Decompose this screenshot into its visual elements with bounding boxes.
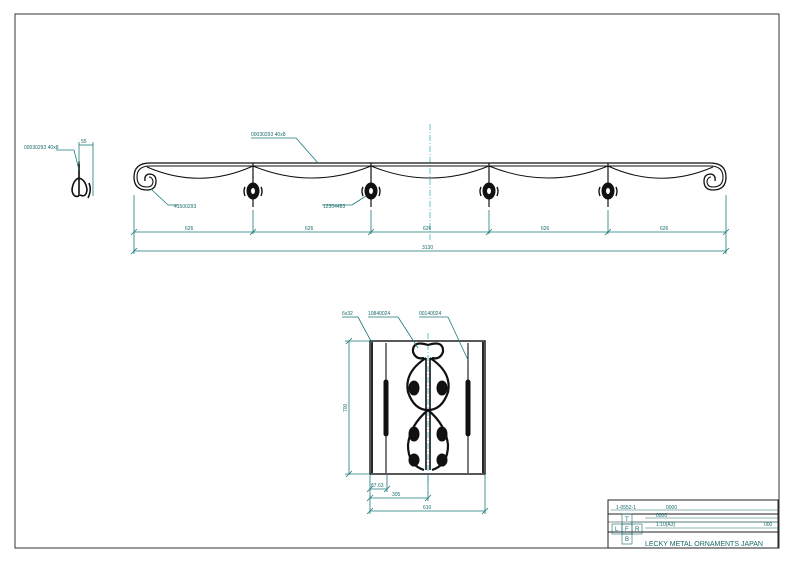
right-ornament-leader bbox=[447, 316, 469, 361]
rail-posts bbox=[252, 163, 609, 207]
height-dim: 700 bbox=[343, 403, 349, 412]
bracket-width-dim: 55 bbox=[81, 139, 87, 145]
view-right: R bbox=[635, 527, 640, 533]
left-ornament-label: 10840024 bbox=[368, 311, 390, 317]
bracket-label: 00030293 40x8 bbox=[24, 145, 59, 151]
ornament-rosettes bbox=[243, 182, 618, 200]
overall-dim: 3130 bbox=[422, 245, 433, 251]
title-field-1: 0000 bbox=[666, 505, 677, 511]
frame-leader bbox=[357, 316, 373, 344]
segment-dim-4: 626 bbox=[541, 226, 550, 232]
title-field-2: 0000 bbox=[656, 513, 667, 519]
rail-label: 00030293 40x8 bbox=[251, 132, 286, 138]
view-left: L bbox=[615, 527, 619, 533]
front-rail bbox=[133, 162, 727, 191]
center-ornament bbox=[406, 342, 450, 472]
view-top: T bbox=[625, 517, 629, 523]
title-field-3: 000 bbox=[764, 522, 773, 528]
twisted-bars bbox=[383, 379, 471, 437]
dim-ticks bbox=[130, 228, 730, 255]
left-ornament-leader bbox=[397, 316, 419, 349]
bracket-leader bbox=[73, 149, 80, 171]
right-ornament-label: 00140024 bbox=[419, 311, 441, 317]
width-dim: 610 bbox=[423, 505, 432, 511]
view-front: F bbox=[625, 527, 629, 533]
ornament-leader bbox=[351, 195, 367, 206]
side-bracket bbox=[71, 161, 92, 199]
frame-label: 6x32 bbox=[342, 311, 353, 317]
scroll-label: 41500293 bbox=[174, 204, 196, 210]
scroll-leader bbox=[150, 188, 169, 206]
height-ticks bbox=[345, 337, 353, 478]
front-extension-lines bbox=[133, 195, 727, 254]
sheet-border bbox=[14, 13, 780, 549]
title-block bbox=[607, 499, 779, 549]
segment-dim-2: 626 bbox=[305, 226, 314, 232]
panel-frame bbox=[369, 340, 486, 475]
view-bottom: B bbox=[625, 537, 629, 543]
segment-dim-1: 626 bbox=[185, 226, 194, 232]
scale: 1:10(A3) bbox=[656, 522, 676, 528]
company-name: LECKY METAL ORNAMENTS JAPAN bbox=[645, 541, 763, 548]
segment-dim-5: 626 bbox=[660, 226, 669, 232]
segment-dim-3: 626 bbox=[423, 226, 432, 232]
rail-leader bbox=[295, 137, 319, 164]
offset-dim: 87.63 bbox=[371, 483, 384, 489]
ornament-label: 12304483 bbox=[323, 204, 345, 210]
panel-dim-ticks bbox=[366, 485, 489, 515]
half-dim: 305 bbox=[392, 492, 401, 498]
drawing-number: 1-0552-1 bbox=[616, 505, 636, 511]
